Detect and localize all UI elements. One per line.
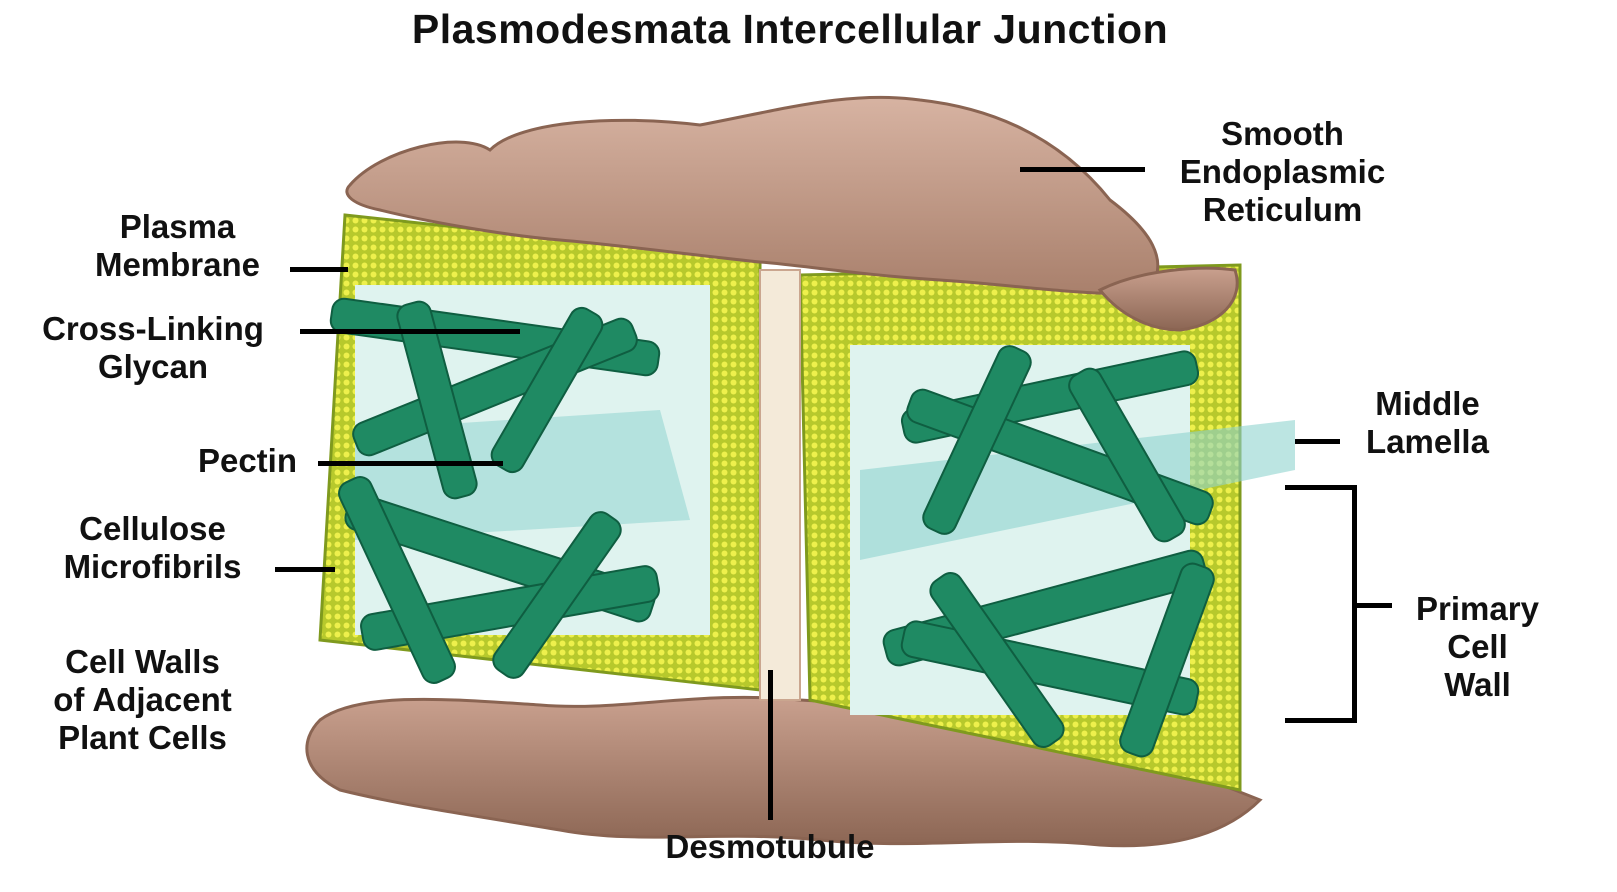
bracket-primary-cell-wall-top	[1285, 485, 1357, 490]
label-middle-lamella: MiddleLamella	[1335, 385, 1520, 461]
label-cell-walls-adjacent: Cell Wallsof AdjacentPlant Cells	[15, 643, 270, 757]
desmotubule-channel	[760, 270, 800, 700]
leader-middle-lamella	[1295, 439, 1340, 444]
label-cellulose-microfibrils: CelluloseMicrofibrils	[35, 510, 270, 586]
leader-plasma-membrane	[290, 267, 348, 272]
bracket-primary-cell-wall-bottom	[1285, 718, 1357, 723]
leader-smooth-er	[1020, 167, 1145, 172]
label-primary-cell-wall: PrimaryCellWall	[1390, 590, 1565, 704]
leader-cellulose-microfibrils	[275, 567, 335, 572]
label-smooth-er: SmoothEndoplasmicReticulum	[1150, 115, 1415, 229]
label-cross-linking-glycan: Cross-LinkingGlycan	[8, 310, 298, 386]
leader-pectin	[318, 461, 503, 466]
label-pectin: Pectin	[180, 442, 315, 480]
leader-cross-linking-glycan	[300, 329, 520, 334]
label-desmotubule: Desmotubule	[625, 828, 915, 866]
label-plasma-membrane: PlasmaMembrane	[70, 208, 285, 284]
bracket-primary-cell-wall-tick	[1357, 603, 1392, 608]
leader-desmotubule	[768, 670, 773, 820]
